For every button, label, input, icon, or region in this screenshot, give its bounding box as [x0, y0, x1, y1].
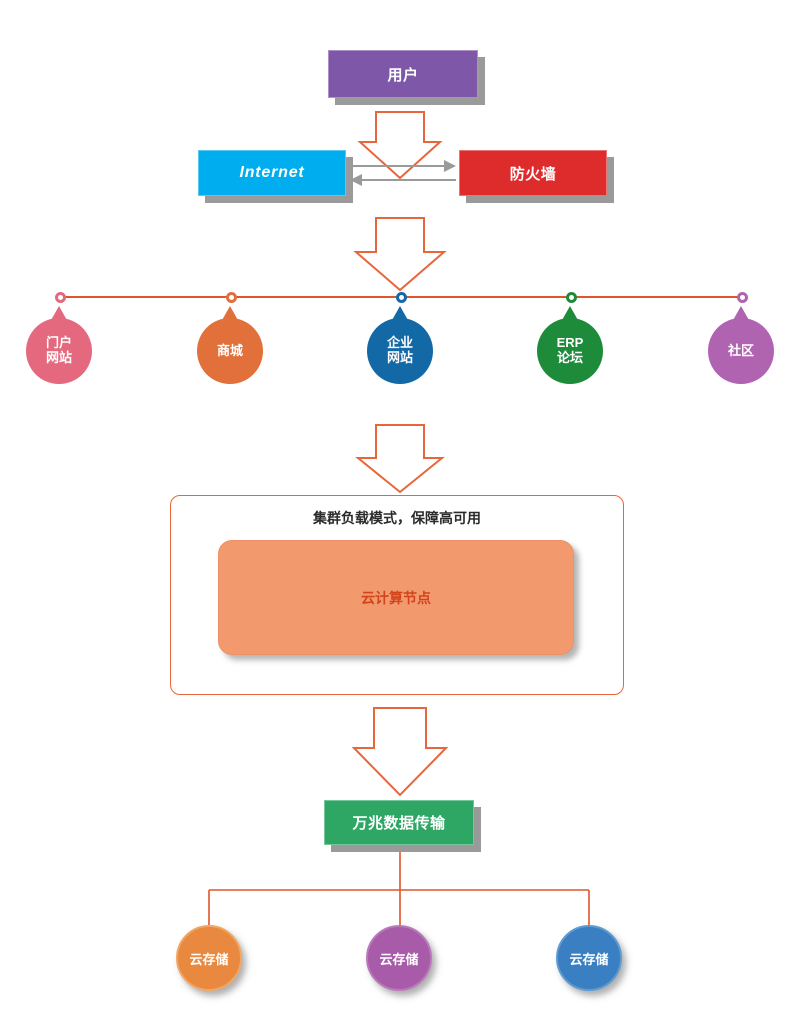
cloud-compute-node[interactable]: 云计算节点 [218, 540, 574, 655]
node-enterprise[interactable]: 企业 网站 [367, 306, 433, 384]
node-portal-label1: 门户 [45, 335, 72, 351]
cloud-compute-node-label: 云计算节点 [361, 589, 431, 606]
storage-node-2-label: 云存储 [379, 951, 419, 967]
arrow-to-transfer [351, 707, 449, 797]
internet-box[interactable]: Internet [198, 150, 346, 196]
node-marker-mall[interactable] [226, 292, 237, 303]
node-community[interactable]: 社区 [708, 306, 774, 384]
node-erp-tip [561, 306, 579, 322]
node-marker-community[interactable] [737, 292, 748, 303]
arrow-user-to-internet [357, 111, 443, 180]
node-enterprise-tip [391, 306, 409, 322]
node-mall-tip [221, 306, 239, 322]
arrow-to-cluster [355, 424, 445, 494]
node-enterprise-label2: 网站 [386, 350, 413, 365]
node-portal-tip [50, 306, 68, 322]
node-erp-label1: ERP [556, 335, 584, 351]
internet-firewall-link [350, 160, 456, 186]
cluster-title: 集群负载模式，保障高可用 [313, 510, 481, 526]
storage-node-2[interactable]: 云存储 [366, 925, 432, 991]
storage-node-3[interactable]: 云存储 [556, 925, 622, 991]
storage-node-1[interactable]: 云存储 [176, 925, 242, 991]
node-marker-enterprise[interactable] [396, 292, 407, 303]
node-marker-portal[interactable] [55, 292, 66, 303]
firewall-box[interactable]: 防火墙 [459, 150, 607, 196]
node-mall[interactable]: 商城 [197, 306, 263, 384]
node-erp[interactable]: ERP 论坛 [537, 306, 603, 384]
arrow-to-node-bus [353, 217, 447, 292]
node-erp-label2: 论坛 [556, 350, 583, 365]
node-portal[interactable]: 门户 网站 [26, 306, 92, 384]
node-marker-erp[interactable] [566, 292, 577, 303]
node-portal-label2: 网站 [45, 350, 72, 365]
user-box[interactable]: 用户 [328, 50, 478, 98]
firewall-box-label: 防火墙 [509, 165, 557, 183]
node-enterprise-label1: 企业 [386, 335, 413, 351]
node-community-tip [732, 306, 750, 322]
storage-node-1-label: 云存储 [189, 951, 229, 967]
node-mall-label1: 商城 [216, 342, 243, 358]
user-box-label: 用户 [387, 66, 419, 84]
data-transfer-box[interactable]: 万兆数据传输 [324, 800, 474, 845]
data-transfer-label: 万兆数据传输 [352, 815, 446, 832]
storage-node-3-label: 云存储 [569, 951, 609, 967]
node-community-label1: 社区 [727, 342, 754, 358]
storage-tree-connectors [208, 845, 590, 927]
internet-box-label: Internet [239, 164, 305, 181]
